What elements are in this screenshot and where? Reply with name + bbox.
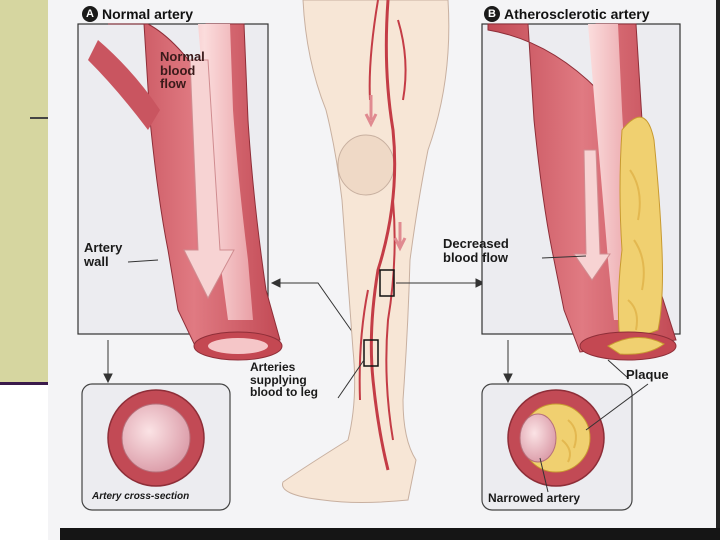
leg-silhouette [283,0,449,503]
narrowed-artery-label: Narrowed artery [488,492,580,505]
knee-cap [338,135,394,195]
normal-flow-label: Normal blood flow [160,50,205,91]
cross-section-label: Artery cross-section [92,492,189,503]
panel-b [482,24,680,360]
narrowed-lumen [520,414,556,462]
frame-right-border [716,0,720,540]
panel-a-header: A Normal artery [82,6,193,22]
frame-bottom-border [60,528,720,540]
plaque-label: Plaque [626,368,669,382]
leg-illustration [283,0,449,503]
artery-diagram [48,0,720,540]
panel-a-letter: A [82,6,98,22]
panel-b-header: B Atherosclerotic artery [484,6,650,22]
leg-supply-label: Arteries supplying blood to leg [250,361,318,399]
slide-accent-bar [0,0,48,385]
decreased-flow-label: Decreased blood flow [443,237,509,264]
panel-b-title: Atherosclerotic artery [504,6,650,22]
panel-b-letter: B [484,6,500,22]
artery-wall-label: Artery wall [84,241,122,268]
cross-section-lumen [122,404,190,472]
slide-accent-line [0,382,48,385]
panel-a-title: Normal artery [102,6,193,22]
